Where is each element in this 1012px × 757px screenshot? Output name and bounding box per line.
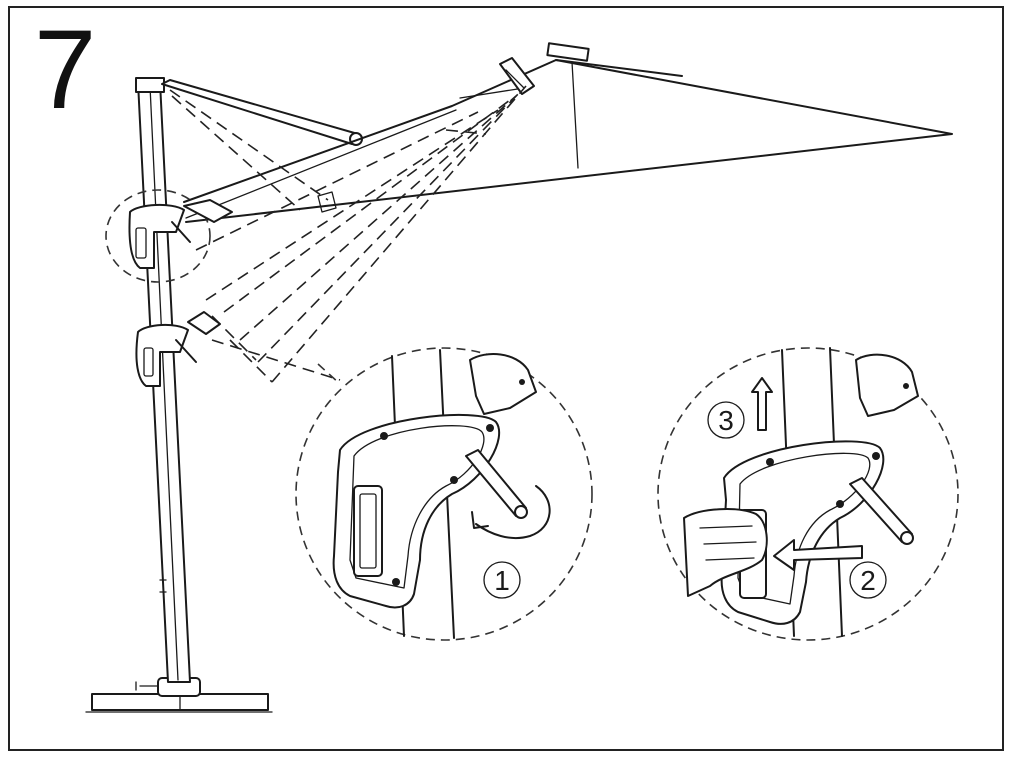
step-circle-1 — [483, 561, 521, 599]
support-strut — [161, 79, 363, 213]
umbrella-base — [85, 677, 273, 713]
step-label-1: 1 — [494, 565, 510, 596]
detail-left: 1 — [295, 347, 593, 641]
detail-right: 2 3 — [657, 347, 959, 641]
step-label-3: 3 — [718, 405, 734, 436]
step-circle-2 — [849, 561, 887, 599]
umbrella-canopy — [183, 42, 953, 223]
crank-handle-lower — [135, 311, 221, 387]
step-label-2: 2 — [860, 565, 876, 596]
step-number: 7 — [34, 7, 96, 132]
step-circle-3 — [707, 401, 745, 439]
crank-handle-upper — [105, 189, 233, 283]
